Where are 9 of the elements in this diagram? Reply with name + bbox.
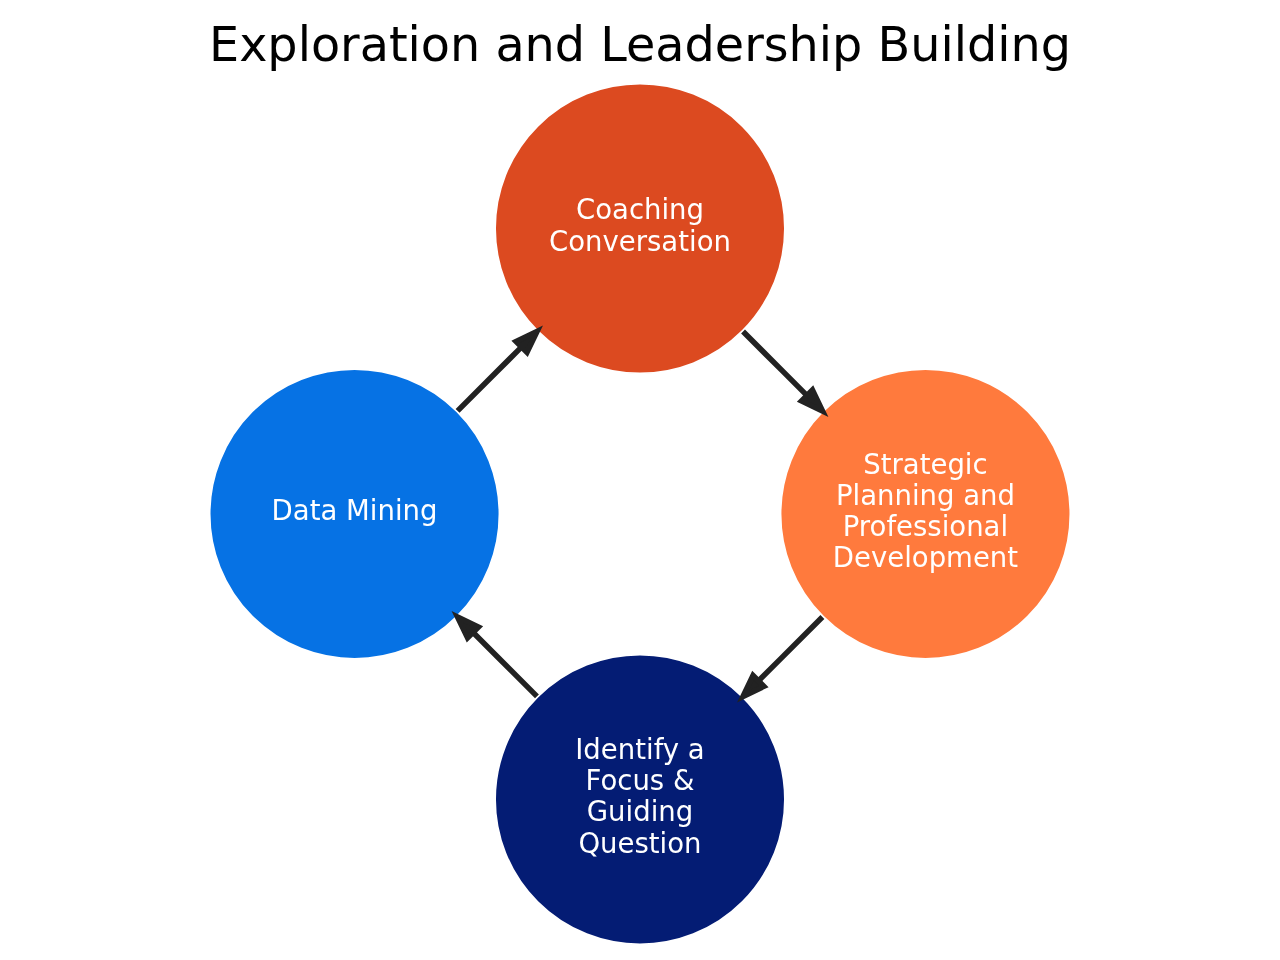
node-circle: Strategic Planning and Professional Development — [779, 368, 1072, 660]
node-circle: Coaching Conversation — [494, 82, 786, 375]
diagram-title: Exploration and Leadership Building — [209, 17, 1071, 73]
arrow — [455, 325, 543, 413]
arrow — [451, 610, 539, 699]
arrow — [741, 329, 829, 417]
node-circle: Data Mining — [208, 368, 501, 660]
arrow — [737, 615, 825, 703]
node-circle: Identify a Focus & Guiding Question — [494, 653, 786, 946]
